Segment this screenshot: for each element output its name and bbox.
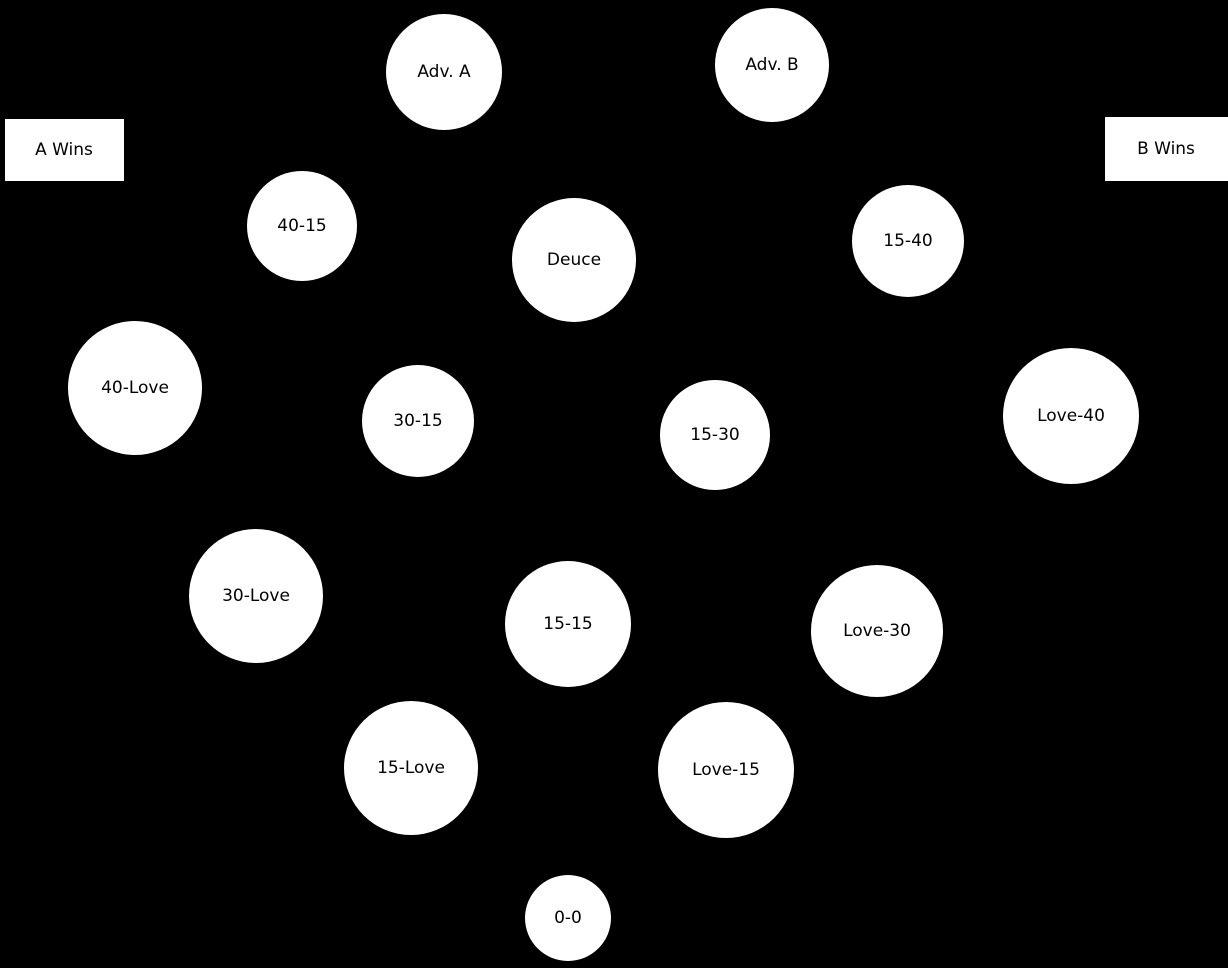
state-node-label: Deuce [546, 249, 602, 270]
state-node-adv-b: Adv. B [715, 8, 829, 122]
state-node-0-0: 0-0 [525, 875, 611, 961]
state-node-label: 30-15 [393, 410, 443, 431]
state-node-love-15: Love-15 [658, 702, 794, 838]
state-node-40-love: 40-Love [68, 321, 202, 455]
state-node-label: 40-Love [101, 377, 169, 398]
state-node-15-40: 15-40 [852, 185, 964, 297]
state-node-label: 15-30 [690, 424, 740, 445]
state-node-40-15: 40-15 [247, 171, 357, 281]
state-node-label: 15-15 [543, 613, 593, 634]
state-node-b-wins: B Wins [1104, 117, 1228, 181]
state-node-label: 15-Love [377, 757, 445, 778]
state-node-15-love: 15-Love [344, 701, 478, 835]
state-node-label: Love-30 [843, 620, 911, 641]
state-node-love-30: Love-30 [811, 565, 943, 697]
state-node-label: A Wins [35, 139, 93, 160]
state-node-label: Love-15 [692, 759, 760, 780]
state-node-15-30: 15-30 [660, 380, 770, 490]
state-node-label: Adv. A [417, 61, 471, 82]
state-node-label: Adv. B [745, 54, 799, 75]
state-node-30-love: 30-Love [189, 529, 323, 663]
state-node-a-wins: A Wins [4, 119, 124, 181]
state-node-label: 40-15 [277, 215, 327, 236]
state-node-30-15: 30-15 [362, 365, 474, 477]
state-node-label: 15-40 [883, 230, 933, 251]
state-node-label: B Wins [1137, 138, 1195, 159]
state-node-15-15: 15-15 [505, 561, 631, 687]
state-node-adv-a: Adv. A [386, 14, 502, 130]
state-node-label: 30-Love [222, 585, 290, 606]
state-node-deuce: Deuce [512, 198, 636, 322]
state-node-label: Love-40 [1037, 405, 1105, 426]
state-node-label: 0-0 [554, 907, 582, 928]
state-node-love-40: Love-40 [1003, 348, 1139, 484]
